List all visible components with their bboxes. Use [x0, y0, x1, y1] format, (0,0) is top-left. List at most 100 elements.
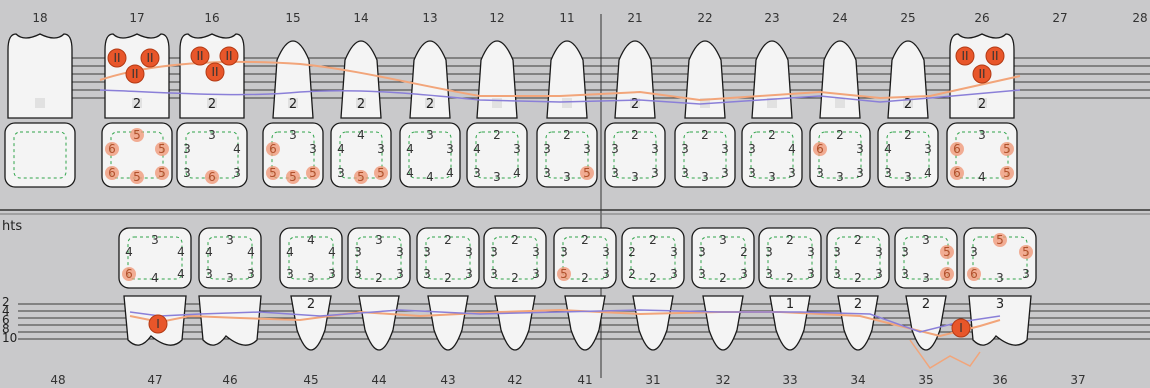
site-value: 3 — [532, 267, 540, 281]
upper-tooth-number: 11 — [559, 11, 574, 25]
occlusal-tooth: 434433 — [280, 228, 342, 288]
site-value: 3 — [426, 128, 434, 142]
site-value: 6 — [953, 142, 961, 156]
site-value: 4 — [307, 233, 315, 247]
site-value: 3 — [670, 267, 678, 281]
site-value: 2 — [631, 128, 639, 142]
site-value: 3 — [884, 166, 892, 180]
cervical-value: 1 — [786, 297, 794, 312]
site-value: 2 — [581, 271, 589, 285]
occlusal-tooth — [5, 123, 75, 187]
site-value: 3 — [768, 170, 776, 184]
site-value: 3 — [375, 233, 383, 247]
site-value: 3 — [611, 142, 619, 156]
site-value: 3 — [748, 142, 756, 156]
site-value: 3 — [719, 233, 727, 247]
site-value: 3 — [328, 267, 336, 281]
site-value: 5 — [133, 128, 141, 142]
site-value: 3 — [748, 166, 756, 180]
site-value: 3 — [602, 267, 610, 281]
site-value: 3 — [151, 233, 159, 247]
site-value: 6 — [816, 142, 824, 156]
tooth-center — [835, 98, 845, 108]
site-value: 2 — [493, 128, 501, 142]
furcation-label: II — [225, 49, 232, 63]
site-value: 3 — [875, 267, 883, 281]
site-value: 3 — [701, 170, 709, 184]
site-value: 2 — [740, 245, 748, 259]
site-value: 3 — [208, 128, 216, 142]
site-value: 6 — [125, 267, 133, 281]
site-value: 2 — [444, 233, 452, 247]
site-value: 2 — [649, 271, 657, 285]
site-value: 3 — [183, 142, 191, 156]
upper-tooth — [8, 34, 72, 118]
upper-tooth-number: 16 — [204, 11, 219, 25]
lower-tooth-number: 41 — [577, 373, 592, 387]
site-value: 3 — [670, 245, 678, 259]
site-value: 3 — [807, 245, 815, 259]
site-value: 4 — [357, 128, 365, 142]
site-value: 5 — [377, 166, 385, 180]
site-value: 2 — [511, 233, 519, 247]
site-value: 3 — [289, 128, 297, 142]
site-value: 3 — [698, 267, 706, 281]
site-value: 3 — [836, 170, 844, 184]
site-value: 4 — [328, 245, 336, 259]
cervical-value: 2 — [922, 297, 930, 312]
site-value: 2 — [701, 128, 709, 142]
occlusal-tooth: 344344 — [400, 123, 460, 187]
site-value: 2 — [628, 245, 636, 259]
site-value: 4 — [788, 142, 796, 156]
lower-tooth-number: 48 — [50, 373, 65, 387]
site-value: 6 — [970, 267, 978, 281]
occlusal-tooth: 234334 — [467, 123, 527, 187]
occlusal-tooth: 233335 — [537, 123, 597, 187]
cervical-value: 2 — [357, 97, 365, 112]
occlusal-tooth: 344464 — [119, 228, 191, 288]
occlusal-tooth: 236333 — [810, 123, 870, 187]
site-value: 4 — [406, 142, 414, 156]
site-value: 4 — [286, 245, 294, 259]
cervical-value: 2 — [208, 97, 216, 112]
site-value: 3 — [602, 245, 610, 259]
tooth-center — [35, 98, 45, 108]
upper-tooth-number: 25 — [900, 11, 915, 25]
site-value: 3 — [651, 166, 659, 180]
upper-tooth-number: 24 — [832, 11, 847, 25]
site-value: 3 — [423, 245, 431, 259]
furcation-label: II — [978, 67, 985, 81]
cervical-value: 2 — [854, 297, 862, 312]
lower-tooth-number: 35 — [918, 373, 933, 387]
site-value: 6 — [943, 267, 951, 281]
furcation-label: II — [991, 49, 998, 63]
site-value: 3 — [354, 267, 362, 281]
occlusal-tooth: 223333 — [417, 228, 479, 288]
upper-tooth-number: 27 — [1052, 11, 1067, 25]
site-value: 4 — [337, 142, 345, 156]
lower-tooth — [199, 296, 261, 345]
site-value: 3 — [833, 267, 841, 281]
site-value: 3 — [681, 166, 689, 180]
site-value: 2 — [768, 128, 776, 142]
site-value: 3 — [183, 166, 191, 180]
furcation-label: II — [113, 51, 120, 65]
furcation-label: I — [959, 321, 963, 335]
site-value: 3 — [970, 245, 978, 259]
site-value: 3 — [1022, 267, 1030, 281]
site-value: 3 — [631, 170, 639, 184]
cervical-value: 2 — [978, 97, 986, 112]
divider-label: hts — [2, 219, 22, 234]
site-value: 4 — [233, 142, 241, 156]
site-value: 4 — [177, 267, 185, 281]
site-value: 3 — [740, 267, 748, 281]
lower-tooth-number: 31 — [645, 373, 660, 387]
occlusal-tooth: 333536 — [895, 228, 957, 288]
site-value: 3 — [543, 142, 551, 156]
upper-occlusal-views: 5565653634333563554543353443442343342333… — [5, 123, 1017, 187]
site-value: 3 — [309, 142, 317, 156]
furcation-label: II — [211, 65, 218, 79]
lower-tooth-number: 32 — [715, 373, 730, 387]
occlusal-tooth: 533563 — [964, 228, 1036, 288]
